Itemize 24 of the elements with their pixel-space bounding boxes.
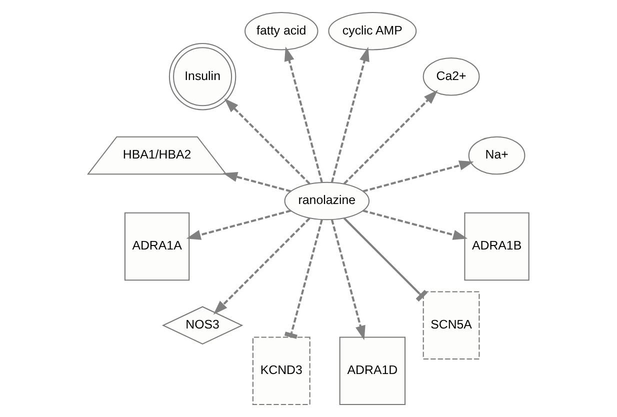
arrow — [362, 160, 474, 192]
connector — [284, 219, 323, 339]
node-circle: Insulin — [168, 43, 236, 110]
connector — [343, 218, 428, 302]
node-ellipse: Ca2+ — [422, 58, 480, 96]
node-ellipse: fatty acid — [244, 12, 318, 50]
node-box: ADRA1D — [339, 336, 406, 406]
arrow — [343, 90, 438, 184]
arrow — [362, 210, 468, 240]
node-box: ADRA1B — [464, 212, 530, 281]
node-box: KCND3 — [252, 336, 310, 406]
arrow — [222, 172, 292, 192]
arrow — [213, 218, 310, 315]
node-box: ADRA1A — [124, 212, 190, 281]
node-box: SCN5A — [422, 291, 480, 360]
node-ellipse: cyclic AMP — [328, 12, 417, 50]
arrow — [330, 219, 366, 340]
arrow — [284, 46, 323, 183]
node-diamond: NOS3 — [162, 306, 244, 345]
arrow — [186, 210, 292, 240]
arrow — [330, 46, 370, 183]
node-ellipse: ranolazine — [284, 182, 370, 220]
node-ellipse: Na+ — [468, 136, 526, 175]
arrow — [224, 98, 310, 184]
